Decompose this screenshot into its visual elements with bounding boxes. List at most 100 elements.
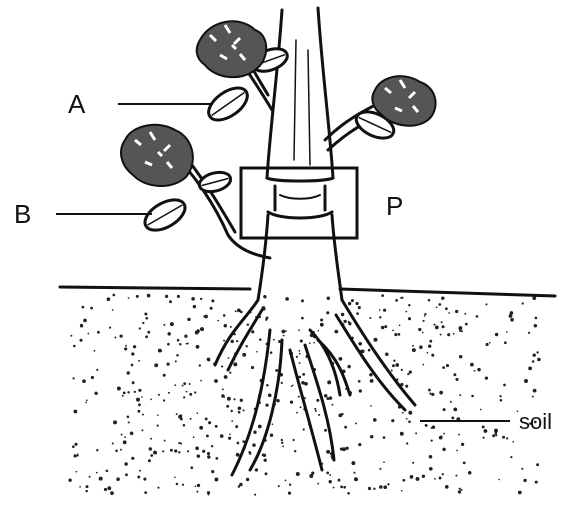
- soil-speck: [379, 309, 381, 311]
- soil-speck: [313, 342, 315, 344]
- soil-speck: [431, 439, 433, 441]
- soil-speck: [302, 373, 305, 376]
- soil-speck: [485, 376, 488, 379]
- soil-speck: [104, 488, 107, 491]
- soil-speck: [329, 474, 331, 476]
- soil-speck: [150, 399, 152, 401]
- soil-speck: [460, 489, 462, 491]
- soil-speck: [533, 389, 537, 393]
- soil-speck: [418, 328, 421, 331]
- soil-speck: [281, 382, 283, 384]
- soil-speck: [395, 363, 399, 367]
- soil-speck: [254, 494, 256, 496]
- soil-speck: [109, 327, 111, 329]
- soil-speck: [368, 349, 371, 352]
- soil-speck: [374, 338, 378, 342]
- soil-speck: [193, 305, 196, 308]
- soil-speck: [383, 436, 386, 439]
- soil-speck: [442, 325, 445, 328]
- soil-speck: [528, 332, 530, 334]
- soil-speck: [136, 398, 140, 402]
- soil-speck: [183, 424, 186, 427]
- soil-speck: [441, 321, 443, 323]
- soil-speck: [178, 442, 180, 444]
- soil-speck: [535, 481, 538, 484]
- soil-speck: [207, 491, 210, 494]
- soil-speck: [233, 398, 235, 400]
- soil-speck: [247, 323, 249, 325]
- soil-speck: [166, 362, 169, 365]
- soil-speck: [337, 331, 339, 333]
- soil-speck: [536, 351, 538, 353]
- soil-speck: [483, 437, 485, 439]
- soil-speck: [138, 360, 140, 362]
- soil-speck: [343, 320, 346, 323]
- soil-speck: [253, 431, 256, 434]
- soil-speck: [128, 297, 130, 299]
- soil-speck: [163, 374, 166, 377]
- soil-speck: [351, 299, 354, 302]
- soil-speck: [318, 330, 320, 332]
- soil-speck: [450, 401, 452, 403]
- soil-speck: [315, 410, 317, 412]
- soil-speck: [445, 485, 449, 489]
- soil-speck: [300, 339, 303, 342]
- soil-speck: [394, 333, 397, 336]
- soil-speck: [464, 313, 466, 315]
- soil-speck: [407, 373, 409, 375]
- region-p-box: [241, 168, 357, 238]
- soil-speck: [381, 326, 385, 330]
- soil-speck: [226, 405, 229, 408]
- soil-speck: [80, 324, 83, 327]
- soil-speck: [200, 298, 202, 300]
- soil-speck: [94, 392, 97, 395]
- soil-speck: [264, 459, 267, 462]
- soil-speck: [150, 454, 153, 457]
- soil-speck: [442, 448, 445, 451]
- soil-speck: [199, 364, 201, 366]
- soil-speck: [259, 338, 262, 341]
- soil-speck: [408, 420, 411, 423]
- soil-speck: [125, 473, 128, 476]
- soil-speck: [434, 478, 436, 480]
- soil-speck: [112, 294, 115, 297]
- soil-speck: [459, 394, 461, 396]
- soil-speck: [303, 428, 305, 430]
- soil-speck: [299, 362, 301, 364]
- soil-speck: [453, 333, 455, 335]
- soil-speck: [333, 487, 335, 489]
- soil-speck: [136, 295, 139, 298]
- soil-speck: [326, 450, 330, 454]
- soil-speck: [476, 315, 479, 318]
- soil-speck: [347, 492, 350, 495]
- soil-speck: [447, 333, 450, 336]
- soil-speck: [240, 399, 243, 402]
- soil-speck: [422, 475, 425, 478]
- soil-speck: [291, 385, 293, 387]
- soil-speck: [146, 317, 149, 320]
- soil-speck: [73, 345, 76, 348]
- soil-speck: [76, 471, 78, 473]
- soil-speck: [495, 434, 497, 436]
- soil-speck: [174, 384, 176, 386]
- soil-speck: [239, 483, 243, 487]
- soil-speck: [282, 446, 284, 448]
- soil-speck: [191, 297, 195, 301]
- soil-speck: [428, 299, 431, 302]
- soil-speck: [451, 416, 454, 419]
- soil-speck: [125, 345, 127, 347]
- soil-speck: [195, 446, 199, 450]
- soil-speck: [326, 472, 329, 475]
- soil-speck: [299, 353, 301, 355]
- soil-speck: [358, 380, 361, 383]
- soil-speck: [510, 318, 514, 322]
- soil-speck: [338, 479, 341, 482]
- soil-speck: [97, 331, 100, 334]
- soil-speck: [285, 297, 289, 301]
- soil-speck: [506, 331, 508, 333]
- soil-speck: [536, 463, 539, 466]
- soil-speck: [134, 391, 136, 393]
- soil-speck: [435, 325, 439, 329]
- soil-speck: [459, 488, 461, 490]
